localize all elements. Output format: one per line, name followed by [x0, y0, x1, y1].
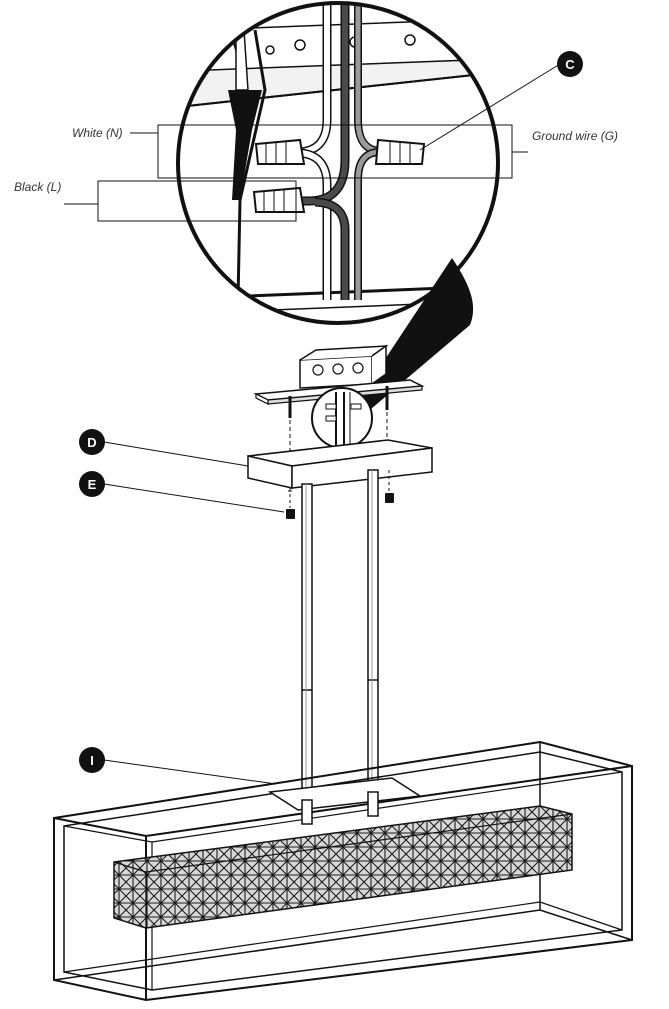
black-label-group: Black (L) — [14, 180, 297, 222]
wire-nut-ground — [374, 138, 426, 165]
mounting-screws — [288, 386, 389, 455]
fixture-cord — [228, 29, 267, 301]
magnified-wiring-detail — [176, 1, 500, 420]
wire-nut-white — [254, 138, 306, 165]
callout-d-letter: D — [87, 435, 96, 450]
callout-c-letter: C — [565, 57, 575, 72]
white-label-group: White (N) — [72, 124, 513, 179]
fixture-frame — [53, 740, 633, 1002]
mesh-shade — [113, 805, 573, 929]
callout-e: E — [79, 471, 285, 513]
magnifier-ring — [176, 1, 500, 325]
magnifier-pointer — [350, 258, 474, 420]
suspension-rods — [301, 469, 379, 805]
small-wiring-circle — [311, 387, 373, 449]
black-wire-label: Black (L) — [14, 180, 61, 194]
callout-i-letter: I — [90, 753, 94, 768]
canopy — [247, 439, 433, 489]
callout-i: I — [79, 747, 277, 785]
callout-d: D — [79, 429, 249, 467]
cap-nuts — [286, 470, 394, 519]
callout-e-letter: E — [88, 477, 97, 492]
junction-box — [299, 344, 389, 389]
white-wire-label: White (N) — [72, 126, 123, 140]
black-wire — [290, 3, 350, 300]
wire-nut-black — [252, 186, 306, 213]
ground-label-group: Ground wire (G) — [512, 129, 618, 153]
ground-wire-label: Ground wire (G) — [532, 129, 618, 143]
callout-c: C — [419, 51, 583, 151]
